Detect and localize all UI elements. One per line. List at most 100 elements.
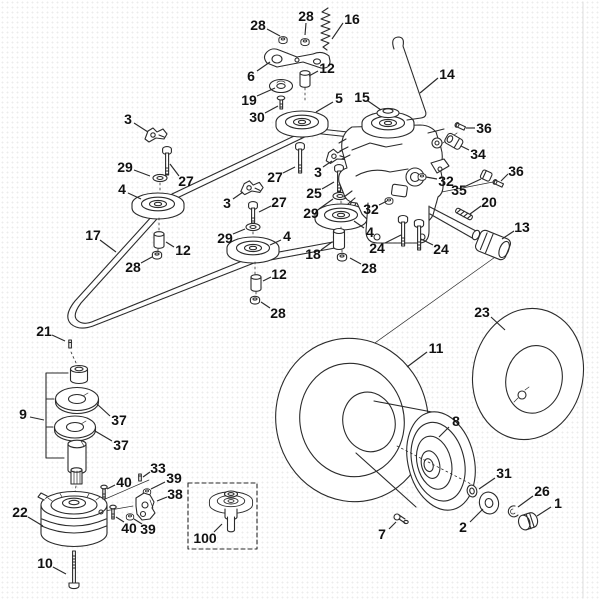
shaft-key-20 — [455, 207, 473, 221]
callout-12: 12 — [262, 266, 287, 282]
svg-text:30: 30 — [249, 109, 265, 125]
svg-text:100: 100 — [193, 530, 217, 546]
callout-22: 22 — [12, 504, 44, 527]
callout-33: 33 — [142, 460, 166, 478]
axle-shaft — [429, 206, 477, 240]
bolt-27c — [295, 142, 305, 174]
svg-text:38: 38 — [167, 486, 183, 502]
callout-34: 34 — [460, 145, 486, 162]
svg-text:3: 3 — [124, 111, 132, 127]
callout-30: 30 — [249, 105, 279, 125]
svg-text:29: 29 — [217, 230, 233, 246]
svg-text:26: 26 — [534, 483, 550, 499]
callout-36: 36 — [466, 120, 492, 136]
callout-4: 4 — [118, 181, 142, 200]
callout-3: 3 — [124, 111, 149, 133]
svg-text:32: 32 — [438, 173, 454, 189]
svg-text:36: 36 — [508, 163, 524, 179]
callout-3: 3 — [223, 191, 244, 211]
valve-stem-7 — [393, 513, 409, 525]
callout-32: 32 — [363, 200, 388, 217]
washer-37a — [54, 386, 100, 415]
screw-36a — [454, 122, 467, 131]
svg-text:16: 16 — [344, 11, 360, 27]
callout-29: 29 — [117, 159, 151, 177]
callout-14: 14 — [419, 66, 455, 94]
callout-4: 4 — [353, 220, 374, 240]
clutch-shaft — [67, 439, 87, 475]
svg-text:33: 33 — [150, 460, 166, 476]
callout-37: 37 — [96, 403, 127, 428]
control-rod-14 — [392, 36, 427, 121]
callout-29: 29 — [303, 198, 334, 221]
callout-12: 12 — [165, 241, 191, 258]
svg-text:37: 37 — [111, 412, 127, 428]
svg-text:34: 34 — [470, 146, 486, 162]
spacer-top — [69, 364, 89, 385]
svg-text:12: 12 — [271, 266, 287, 282]
callout-17: 17 — [85, 227, 117, 253]
pin-33 — [138, 473, 142, 482]
callout-23: 23 — [474, 304, 506, 331]
bolt-27a — [162, 146, 172, 176]
spacer-18 — [332, 227, 346, 251]
svg-text:40: 40 — [121, 520, 137, 536]
bracket-38 — [135, 492, 156, 521]
callout-24: 24 — [369, 234, 402, 256]
callout-18: 18 — [305, 241, 333, 262]
svg-text:3: 3 — [314, 164, 322, 180]
inset-box-100 — [187, 482, 258, 550]
svg-text:32: 32 — [363, 201, 379, 217]
callout-12: 12 — [308, 60, 335, 77]
svg-text:29: 29 — [117, 159, 133, 175]
svg-text:40: 40 — [116, 474, 132, 490]
svg-text:8: 8 — [452, 413, 460, 429]
svg-text:28: 28 — [250, 17, 266, 33]
tire-11 — [275, 337, 429, 503]
callout-29: 29 — [217, 228, 246, 246]
bracket-9 — [45, 372, 69, 459]
bolt-10 — [68, 550, 80, 590]
clutch-22 — [37, 490, 108, 548]
svg-text:24: 24 — [369, 240, 385, 256]
callout-100: 100 — [193, 523, 223, 546]
callout-32: 32 — [425, 173, 454, 189]
svg-text:28: 28 — [298, 8, 314, 24]
transmission-15 — [338, 107, 481, 244]
callout-25: 25 — [306, 181, 335, 201]
washer-19 — [268, 78, 294, 94]
svg-text:28: 28 — [361, 260, 377, 276]
svg-text:21: 21 — [36, 323, 52, 339]
idler-arm-6 — [263, 48, 331, 69]
bracket-cluster — [100, 473, 156, 521]
bolt-24b — [413, 218, 425, 251]
callout-39: 39 — [150, 470, 182, 490]
svg-text:1: 1 — [554, 495, 562, 511]
callout-27: 27 — [267, 166, 296, 185]
screw-30 — [276, 95, 286, 110]
tire-23 — [471, 307, 585, 441]
svg-text:12: 12 — [175, 242, 191, 258]
svg-text:9: 9 — [19, 406, 27, 422]
idler-assembly-left — [131, 127, 185, 260]
svg-text:11: 11 — [429, 340, 444, 356]
callout-10: 10 — [37, 555, 67, 575]
washer-2 — [478, 491, 500, 515]
callout-8: 8 — [438, 413, 460, 438]
bolt-24a — [397, 214, 409, 247]
callout-31: 31 — [478, 465, 512, 490]
bolt-40a — [100, 484, 108, 500]
svg-text:18: 18 — [305, 246, 321, 262]
svg-text:10: 10 — [37, 555, 53, 571]
svg-text:27: 27 — [271, 194, 287, 210]
callout-2: 2 — [459, 508, 484, 535]
callout-28: 28 — [298, 8, 314, 36]
svg-text:23: 23 — [474, 304, 490, 320]
callout-28: 28 — [125, 256, 153, 275]
idler-assembly-middle — [226, 179, 280, 305]
svg-text:17: 17 — [85, 227, 101, 243]
callout-11: 11 — [406, 340, 444, 368]
svg-text:4: 4 — [283, 228, 291, 244]
